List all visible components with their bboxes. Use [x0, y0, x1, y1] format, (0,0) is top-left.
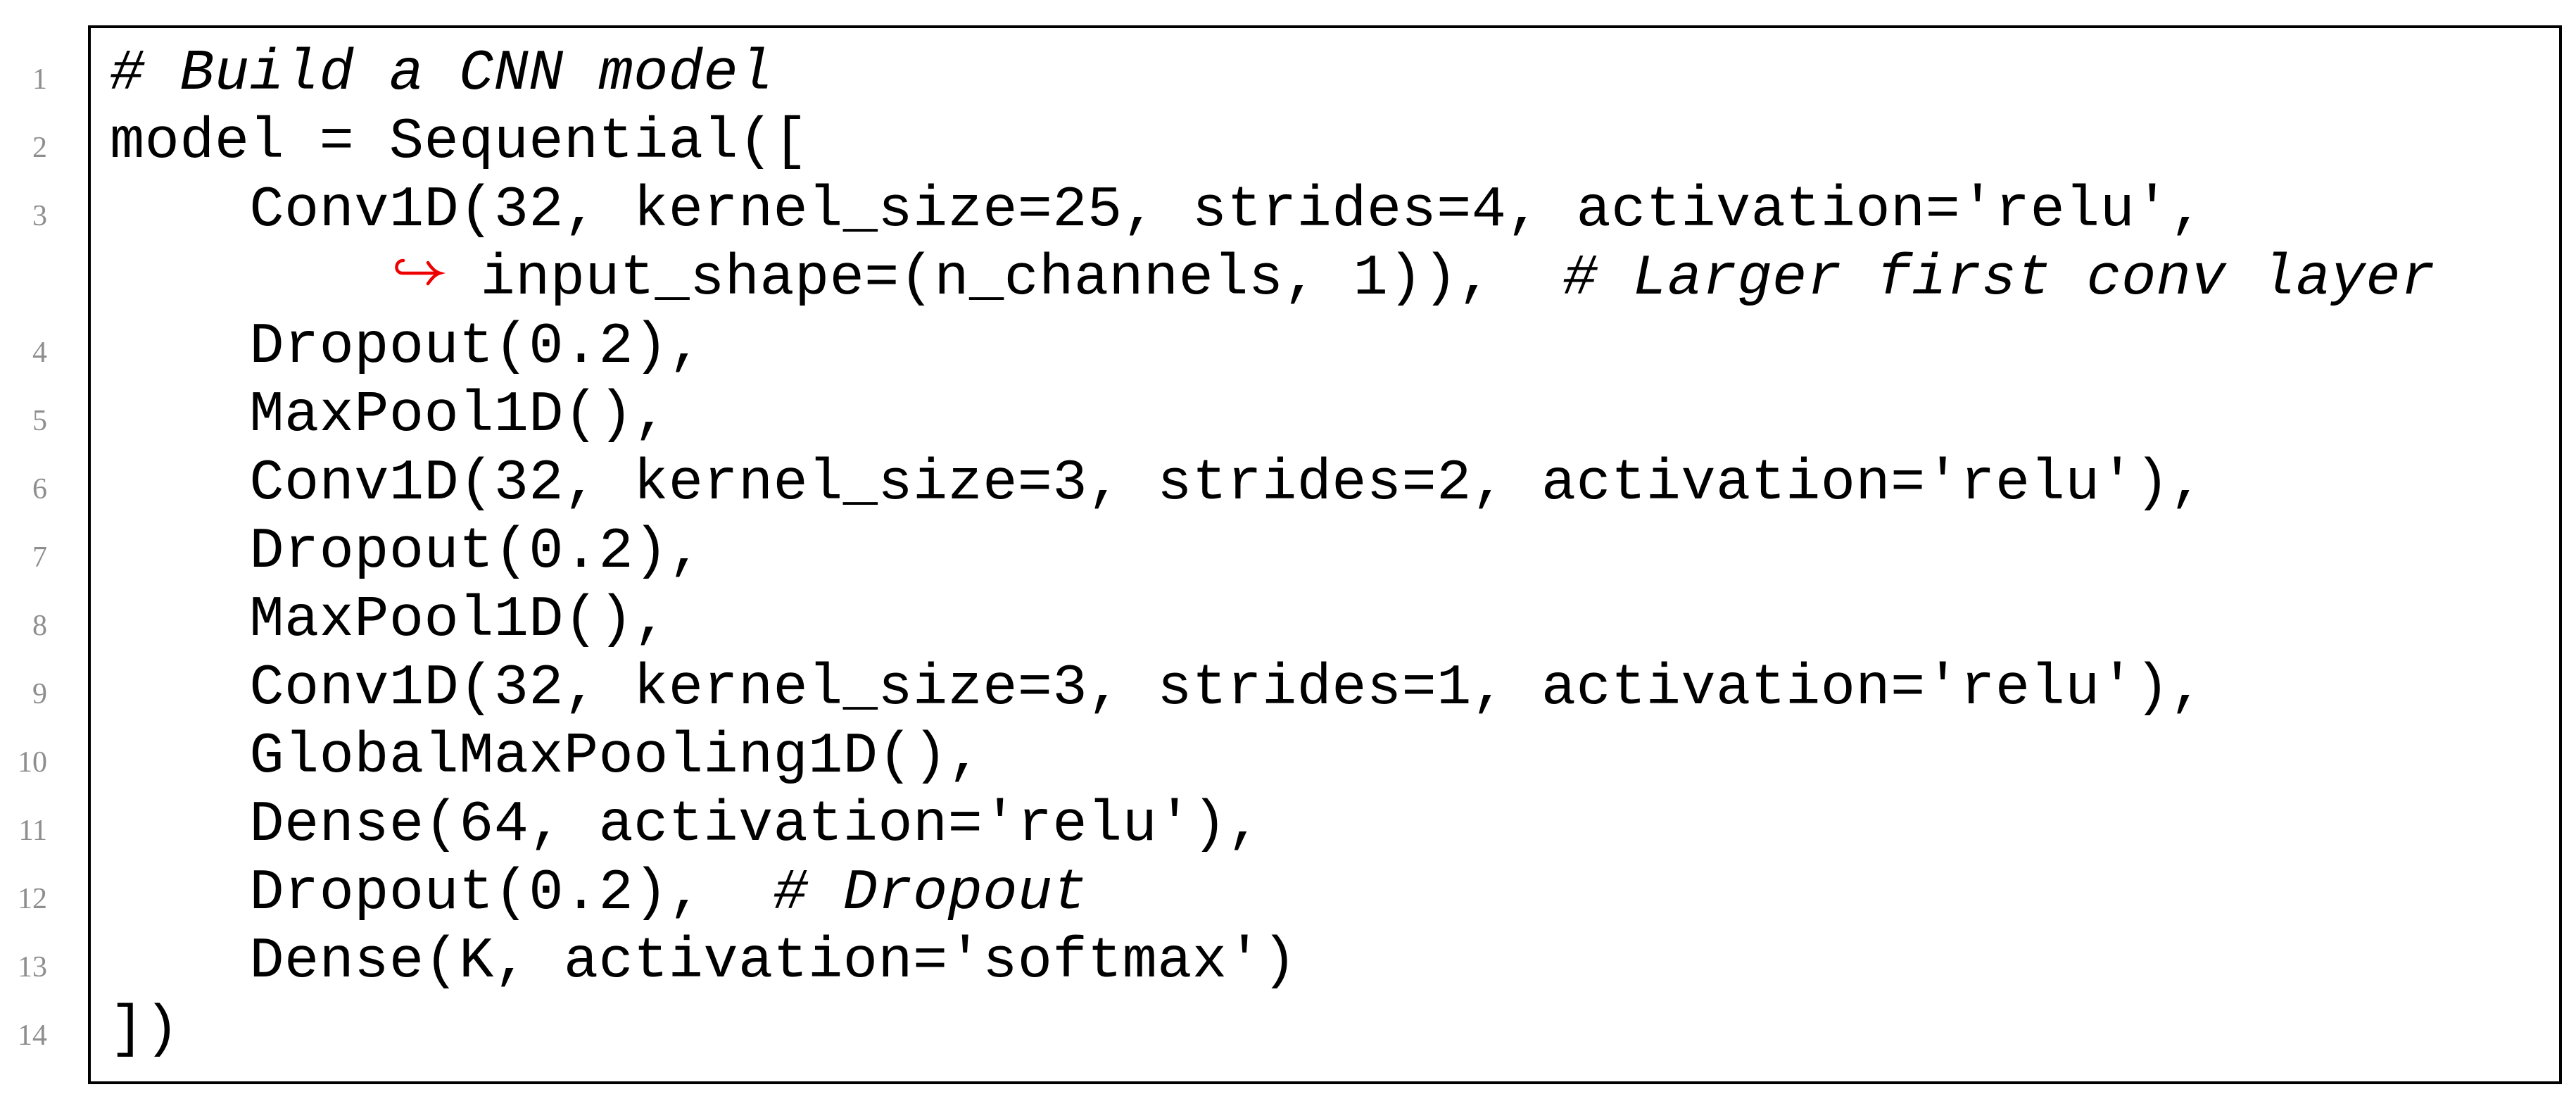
code-segment: ]) [110, 997, 180, 1062]
code-text: # Build a CNN model [110, 39, 774, 108]
line-number: 13 [18, 951, 47, 984]
line-number: 1 [32, 63, 47, 96]
line-number: 10 [18, 746, 47, 779]
code-text: Conv1D(32, kernel_size=25, strides=4, ac… [110, 176, 2204, 244]
code-line: 5 MaxPool1D(), [0, 381, 2436, 449]
code-segment: MaxPool1D(), [110, 382, 669, 448]
code-segment: Dropout(0.2), [110, 314, 704, 379]
code-line: 1 # Build a CNN model [0, 39, 2436, 108]
code-segment: MaxPool1D(), [110, 587, 669, 653]
code-text: model = Sequential([ [110, 108, 808, 176]
line-number: 6 [32, 473, 47, 505]
code-segment: model = Sequential([ [110, 109, 809, 175]
line-number: 3 [32, 200, 47, 232]
code-segment: Dense(64, activation='relu'), [110, 792, 1263, 857]
code-segment: Conv1D(32, kernel_size=3, strides=2, act… [110, 451, 2205, 516]
line-number: 7 [32, 541, 47, 574]
code-line: 6 Conv1D(32, kernel_size=3, strides=2, a… [0, 449, 2436, 517]
code-segment: Dropout(0.2), [110, 519, 704, 584]
code-segment: input_shape=(n_channels, 1)), [445, 246, 1563, 311]
code-line: 7 Dropout(0.2), [0, 517, 2436, 586]
code-line: 8 MaxPool1D(), [0, 586, 2436, 654]
code-line: 4 Dropout(0.2), [0, 313, 2436, 381]
line-number: 9 [32, 678, 47, 710]
code-listing: 1 # Build a CNN model 2 model = Sequenti… [0, 39, 2436, 1064]
line-number: 11 [18, 815, 47, 847]
code-text: ]) [110, 995, 179, 1064]
line-number: 5 [32, 405, 47, 437]
code-text: Dropout(0.2), # Dropout [110, 859, 1087, 927]
code-line: 3 Conv1D(32, kernel_size=25, strides=4, … [0, 176, 2436, 244]
code-segment: Dense(K, activation='softmax') [110, 929, 1297, 994]
code-segment: Conv1D(32, kernel_size=25, strides=4, ac… [110, 177, 2205, 243]
wrap-indent [110, 246, 389, 311]
code-text: Dropout(0.2), [110, 517, 703, 586]
code-line: 13 Dense(K, activation='softmax') [0, 927, 2436, 995]
code-segment: GlobalMaxPooling1D(), [110, 724, 983, 789]
hook-right-arrow-icon [395, 258, 446, 286]
code-line: 11 Dense(64, activation='relu'), [0, 791, 2436, 859]
comment-text: # Build a CNN model [110, 41, 774, 106]
line-number: 4 [32, 337, 47, 369]
code-line: 12 Dropout(0.2), # Dropout [0, 859, 2436, 927]
line-number: 12 [18, 883, 47, 915]
code-segment: Conv1D(32, kernel_size=3, strides=1, act… [110, 655, 2205, 721]
code-text: Conv1D(32, kernel_size=3, strides=1, act… [110, 654, 2204, 722]
code-line-wrapped: input_shape=(n_channels, 1)), # Larger f… [0, 244, 2436, 313]
code-segment: Dropout(0.2), [110, 860, 774, 926]
code-line: 2 model = Sequential([ [0, 108, 2436, 176]
code-line: 9 Conv1D(32, kernel_size=3, strides=1, a… [0, 654, 2436, 722]
code-line: 10 GlobalMaxPooling1D(), [0, 722, 2436, 791]
code-text: GlobalMaxPooling1D(), [110, 722, 983, 791]
listing-border [88, 25, 2562, 1084]
code-text: Dense(64, activation='relu'), [110, 791, 1262, 859]
code-text: Conv1D(32, kernel_size=3, strides=2, act… [110, 449, 2204, 517]
comment-text: # Larger first conv layer [1562, 246, 2436, 311]
line-number: 8 [32, 610, 47, 642]
code-text: input_shape=(n_channels, 1)), # Larger f… [110, 244, 2436, 313]
code-text: Dense(K, activation='softmax') [110, 927, 1297, 995]
line-number: 14 [18, 1019, 47, 1052]
code-text: MaxPool1D(), [110, 586, 669, 654]
code-line: 14 ]) [0, 995, 2436, 1064]
code-text: MaxPool1D(), [110, 381, 669, 449]
comment-text: # Dropout [773, 860, 1088, 926]
code-text: Dropout(0.2), [110, 313, 703, 381]
line-number: 2 [32, 132, 47, 164]
